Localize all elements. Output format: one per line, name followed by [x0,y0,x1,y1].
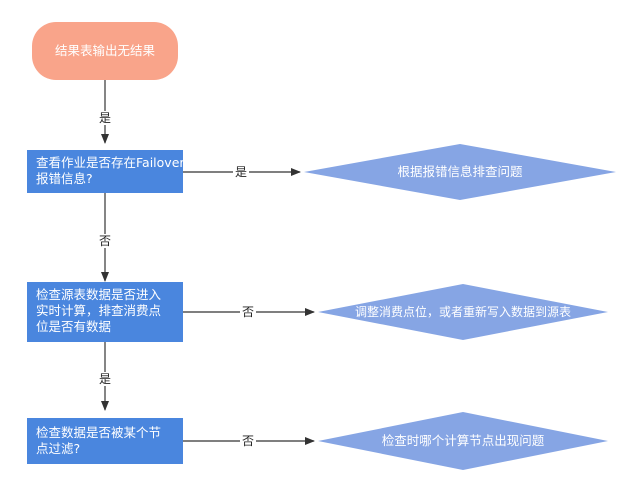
decision-check-errors-label: 根据报错信息排查问题 [397,164,523,179]
question-failover-line-2: 报错信息? [36,171,93,186]
decision-node-check-errors [304,144,616,200]
question-node-source-data [27,282,183,342]
edge-label-q2-to-d2: 否 [240,305,257,319]
question-source-data-line-1: 检查源表数据是否进入 [36,287,162,302]
edge-label-q1-to-d1: 是 [233,165,250,179]
edge-label-q3-to-d3: 否 [240,434,257,448]
question-node-filtered [27,418,183,464]
question-filtered-line-2: 点过滤? [36,441,81,456]
edge-label-start-to-q1: 是 [97,111,114,125]
start-node [32,22,178,80]
question-filtered-line-1: 检查数据是否被某个节 [36,425,162,440]
question-source-data-label: 检查源表数据是否进入 实时计算，排查消费点 位是否有数据 [36,287,186,335]
edge-label-q1-to-q2: 否 [97,234,114,248]
decision-node-check-compute [318,412,608,470]
start-node-label: 结果表输出无结果 [54,43,155,58]
question-failover-line-1: 查看作业是否存在Failover [36,155,185,170]
question-source-data-line-3: 位是否有数据 [36,319,112,334]
question-failover-label: 查看作业是否存在Failover 报错信息? [36,155,186,187]
decision-adjust-offset-label: 调整消费点位，或者重新写入数据到源表 [354,305,571,319]
edge-label-q2-to-q3: 是 [97,372,114,386]
question-node-failover [27,150,183,193]
question-source-data-line-2: 实时计算，排查消费点 [36,303,162,318]
decision-check-compute-label: 检查时哪个计算节点出现问题 [381,433,545,448]
decision-node-adjust-offset [318,284,608,340]
question-filtered-label: 检查数据是否被某个节 点过滤? [36,425,186,457]
